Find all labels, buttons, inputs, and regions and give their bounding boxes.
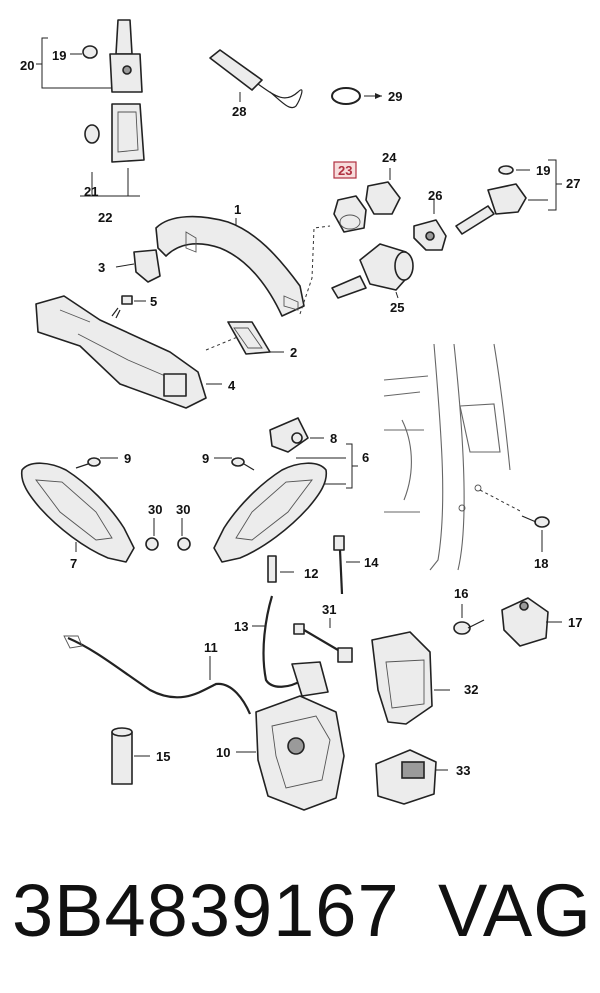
callout-21: 21 <box>84 184 98 199</box>
callout-12: 12 <box>304 566 318 581</box>
lever-26 <box>413 200 447 251</box>
callout-29: 29 <box>388 89 402 104</box>
callout-23: 23 <box>338 163 352 178</box>
battery-19-left <box>82 45 98 59</box>
callout-32: 32 <box>464 682 478 697</box>
striker-17 <box>501 597 562 647</box>
callout-28: 28 <box>232 104 246 119</box>
wiring-31 <box>293 618 353 663</box>
callout-24: 24 <box>382 150 397 165</box>
callout-5: 5 <box>150 294 157 309</box>
callout-1: 1 <box>234 202 241 217</box>
callout-14: 14 <box>364 555 379 570</box>
callout-11: 11 <box>204 640 218 655</box>
callout-20: 20 <box>20 58 34 73</box>
trim-cap-8 <box>269 417 324 453</box>
cover-24 <box>365 168 401 215</box>
callout-9: 9 <box>124 451 131 466</box>
callout-18: 18 <box>534 556 548 571</box>
callout-13: 13 <box>234 619 248 634</box>
callout-labels: 19 20 21 22 28 29 23 24 19 27 26 1 3 5 2… <box>20 48 582 778</box>
callout-7: 7 <box>70 556 77 571</box>
handle-carrier-4 <box>35 295 222 409</box>
motor-33 <box>375 749 448 805</box>
key-group-left <box>36 19 145 197</box>
pin-12 <box>267 555 294 583</box>
callout-22: 22 <box>98 210 112 225</box>
gasket-2 <box>227 321 284 355</box>
callout-19: 19 <box>52 48 66 63</box>
callout-8: 8 <box>330 431 337 446</box>
callout-2: 2 <box>290 345 297 360</box>
lock-mechanism-10 <box>236 661 345 811</box>
cable-11 <box>67 636 252 715</box>
bracket-22 <box>80 168 140 197</box>
brand-label: VAG <box>438 869 592 952</box>
key-group-right <box>455 159 562 235</box>
key-blade <box>115 19 133 55</box>
rod-13 <box>262 595 303 688</box>
callout-31: 31 <box>322 602 336 617</box>
screw-9-left <box>75 457 118 469</box>
lever-14 <box>333 535 360 595</box>
callout-3: 3 <box>98 260 105 275</box>
bracket-6 <box>296 443 358 489</box>
callout-26: 26 <box>428 188 442 203</box>
lock-cylinder-25 <box>331 243 414 299</box>
screw-9-right <box>214 457 255 471</box>
remote-housing <box>111 103 145 163</box>
bracket-32 <box>371 631 450 725</box>
clip-3 <box>133 249 161 283</box>
callout-30b: 30 <box>176 502 190 517</box>
callout-30: 30 <box>148 502 162 517</box>
bracket-20 <box>36 37 112 89</box>
o-ring-29 <box>331 87 361 105</box>
callout-25: 25 <box>390 300 404 315</box>
screw-18 <box>521 515 550 552</box>
callout-15: 15 <box>156 749 170 764</box>
battery-19-right <box>498 165 514 175</box>
lubricant-15 <box>111 727 150 785</box>
lanyard-28 <box>209 49 303 109</box>
clip-30-right <box>177 537 191 551</box>
screw-16 <box>453 604 485 635</box>
inner-handle-right-7 <box>213 462 328 563</box>
callout-16: 16 <box>454 586 468 601</box>
screw-5 <box>111 295 146 319</box>
door-panel <box>383 343 523 571</box>
exploded-parts-diagram: 19 20 21 22 28 29 23 24 19 27 26 1 3 5 2… <box>20 19 582 811</box>
callout-19b: 19 <box>536 163 550 178</box>
callout-6: 6 <box>362 450 369 465</box>
callout-4: 4 <box>228 378 236 393</box>
callout-9b: 9 <box>202 451 209 466</box>
callout-10: 10 <box>216 745 230 760</box>
callout-17: 17 <box>568 615 582 630</box>
battery-21 <box>84 124 100 144</box>
cap-23 <box>333 195 367 233</box>
inner-handle-left-7 <box>20 462 135 563</box>
outer-door-handle-1 <box>155 215 305 317</box>
callout-27: 27 <box>566 176 580 191</box>
callout-33: 33 <box>456 763 470 778</box>
clip-30-left <box>145 537 159 551</box>
part-number: 3B4839167 <box>12 869 400 952</box>
